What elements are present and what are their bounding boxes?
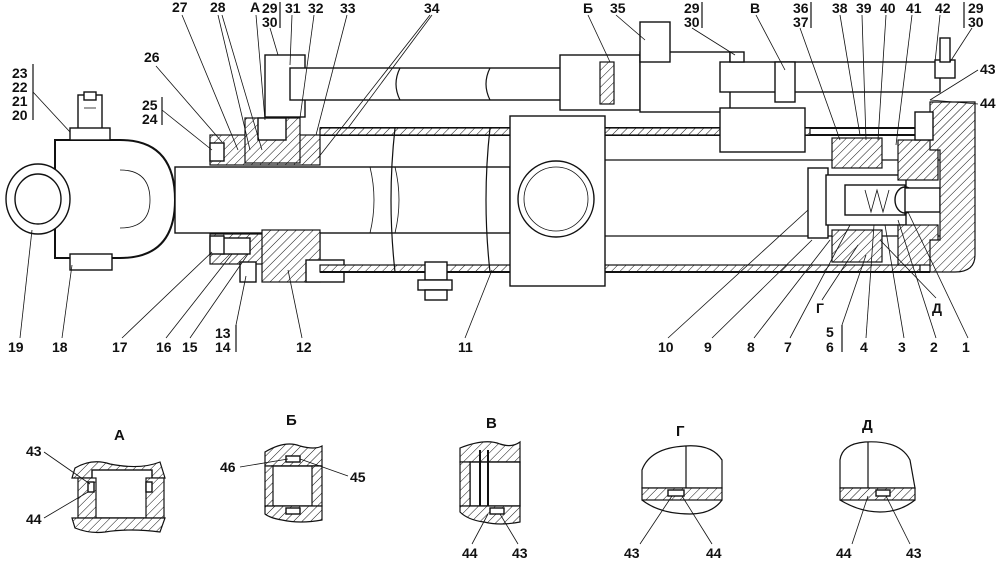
- callout-top-20: 42: [935, 0, 951, 16]
- callout-top-1: 28: [210, 0, 226, 15]
- detail-d-label-1: 43: [906, 545, 922, 561]
- callout-top-12: 30: [684, 14, 700, 30]
- detail-b-title: Б: [286, 412, 297, 429]
- callout-bottom-2: 17: [112, 339, 128, 355]
- callout-left-1: 22: [12, 79, 28, 95]
- callout-top-8: 34: [424, 0, 440, 16]
- detail-d-label-0: 44: [836, 545, 852, 561]
- callout-left-6: 24: [142, 111, 158, 127]
- detail-a: А 43 44: [26, 427, 166, 534]
- callout-bottom-14: 5: [826, 324, 834, 340]
- detail-g-title: Г: [676, 423, 685, 440]
- callout-left-4: 26: [144, 49, 160, 65]
- detail-b-label-0: 46: [220, 459, 236, 475]
- detail-v-title: В: [486, 415, 497, 432]
- callout-top-11: 29: [684, 0, 700, 16]
- callout-top-17: 39: [856, 0, 872, 16]
- callout-top-3: 29: [262, 0, 278, 16]
- external-tube: [289, 21, 941, 113]
- callout-bottom-20: Д: [932, 300, 942, 316]
- callout-bottom-11: 8: [747, 339, 755, 355]
- callout-top-10: 35: [610, 0, 626, 16]
- callout-bottom-6: 14: [215, 339, 231, 355]
- callout-left-3: 20: [12, 107, 28, 123]
- callout-bottom-18: 2: [930, 339, 938, 355]
- callout-bottom-16: 4: [860, 339, 868, 355]
- callout-bottom-13: Г: [816, 300, 824, 316]
- callout-top-18: 40: [880, 0, 896, 16]
- callout-top-16: 38: [832, 0, 848, 16]
- callout-right-0: 43: [980, 61, 996, 77]
- callout-top-21: 29: [968, 0, 984, 16]
- callout-bottom-8: 11: [458, 339, 473, 355]
- detail-v-label-1: 43: [512, 545, 528, 561]
- detail-v-label-0: 44: [462, 545, 478, 561]
- callout-bottom-9: 10: [658, 339, 674, 355]
- callout-top-7: 33: [340, 0, 356, 16]
- callout-left-2: 21: [12, 93, 28, 109]
- rod-eye: [5, 139, 177, 271]
- callout-top-4: 30: [262, 14, 278, 30]
- callout-top-14: 36: [793, 0, 809, 16]
- callout-top-22: 30: [968, 14, 984, 30]
- detail-a-title: А: [114, 427, 125, 444]
- detail-b-label-1: 45: [350, 469, 366, 485]
- callout-top-19: 41: [906, 0, 922, 16]
- detail-g: Г 43 44: [624, 423, 723, 561]
- callout-bottom-1: 18: [52, 339, 68, 355]
- callout-right-1: 44: [980, 95, 996, 111]
- callout-bottom-19: 1: [962, 339, 970, 355]
- callout-bottom-7: 12: [296, 339, 312, 355]
- callout-bottom-3: 16: [156, 339, 172, 355]
- callout-bottom-12: 7: [784, 339, 792, 355]
- detail-g-label-1: 44: [706, 545, 722, 561]
- callout-bottom-4: 15: [182, 339, 198, 355]
- detail-d-title: Д: [862, 417, 873, 434]
- callout-bottom-17: 3: [898, 339, 906, 355]
- callout-bottom-0: 19: [8, 339, 24, 355]
- callout-top-6: 32: [308, 0, 324, 16]
- detail-a-label-1: 44: [26, 511, 42, 527]
- callout-left-0: 23: [12, 65, 28, 81]
- callout-left-5: 25: [142, 97, 158, 113]
- detail-b: Б 46 45: [220, 412, 366, 523]
- callout-bottom-10: 9: [704, 339, 712, 355]
- piston-rod: [174, 166, 511, 234]
- detail-a-label-0: 43: [26, 443, 42, 459]
- callout-top-5: 31: [285, 0, 301, 16]
- grease-fitting: [69, 91, 111, 141]
- callout-top-2: А: [250, 0, 260, 15]
- callout-top-15: 37: [793, 14, 809, 30]
- piston-assembly: [605, 37, 976, 273]
- main-assembly: [5, 21, 976, 301]
- detail-v: В 44 43: [459, 415, 528, 561]
- callout-top-13: В: [750, 0, 760, 16]
- callouts: 27 28 А 29 30 31 32 33 34 Б 35 29 30 В 3…: [8, 0, 996, 355]
- detail-g-label-0: 43: [624, 545, 640, 561]
- callout-bottom-5: 13: [215, 325, 231, 341]
- callout-top-0: 27: [172, 0, 188, 15]
- detail-d: Д 44 43: [836, 417, 922, 561]
- front-head: [209, 54, 345, 283]
- callout-bottom-15: 6: [826, 339, 834, 355]
- callout-top-9: Б: [583, 0, 593, 16]
- trunnion-block: [417, 115, 606, 301]
